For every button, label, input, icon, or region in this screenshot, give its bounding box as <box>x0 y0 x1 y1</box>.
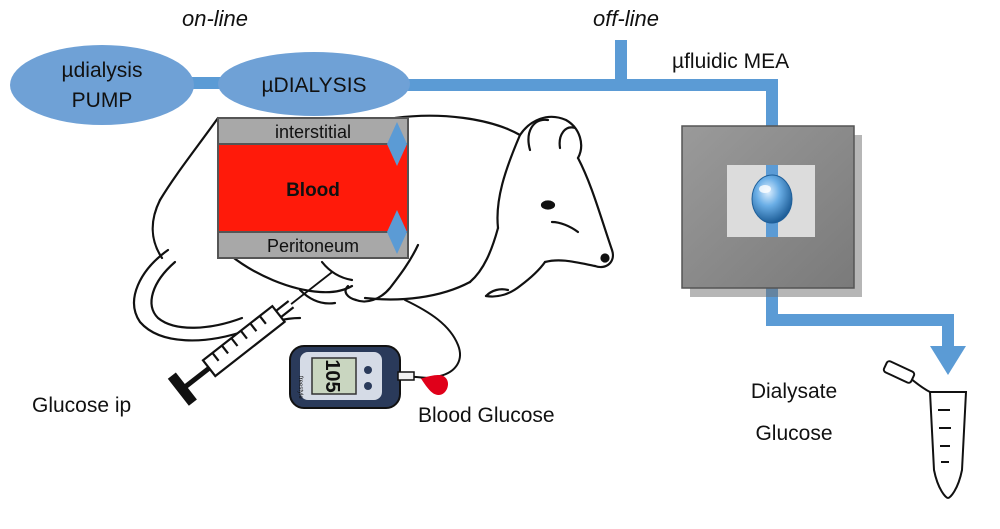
blood-layer <box>219 144 407 232</box>
probe-label: µDIALYSIS <box>261 74 366 97</box>
microdialysis-pump: µdialysis PUMP <box>10 45 194 125</box>
interstitial-label: interstitial <box>275 122 351 142</box>
rat-illustration <box>133 114 614 379</box>
peritoneum-layer <box>219 232 407 257</box>
interstitial-layer <box>219 119 407 144</box>
meter-reading: 105 <box>321 359 343 392</box>
pump-label-line2: PUMP <box>72 89 133 112</box>
microdialysis-probe: µDIALYSIS <box>218 52 410 116</box>
blood-drop-icon <box>420 374 449 395</box>
online-label: on-line <box>182 6 248 31</box>
mea-label: µfluidic MEA <box>672 50 789 73</box>
syringe-icon <box>167 270 334 406</box>
blood-label: Blood <box>286 180 340 201</box>
glucose-ip-label: Glucose ip <box>32 394 131 417</box>
glucose-meter-icon: 105 freestyle <box>289 345 415 409</box>
tissue-layers: interstitial Blood Peritoneum <box>217 117 409 259</box>
dialysate-label-line2: Glucose <box>755 422 832 445</box>
meter-brand: freestyle <box>297 376 303 399</box>
offline-label: off-line <box>593 6 659 31</box>
pump-label-line1: µdialysis <box>62 59 143 82</box>
diffusion-diamond-upper <box>387 122 407 166</box>
microfluidic-mea-chip <box>681 125 862 297</box>
flow-arrowhead <box>930 346 966 375</box>
collection-vial-icon <box>882 360 968 500</box>
diffusion-diamond-lower <box>387 210 407 254</box>
blood-glucose-label: Blood Glucose <box>418 404 555 427</box>
dialysate-label-line1: Dialysate <box>751 380 837 403</box>
mea-droplet-icon <box>751 174 793 224</box>
peritoneum-label: Peritoneum <box>267 236 359 256</box>
